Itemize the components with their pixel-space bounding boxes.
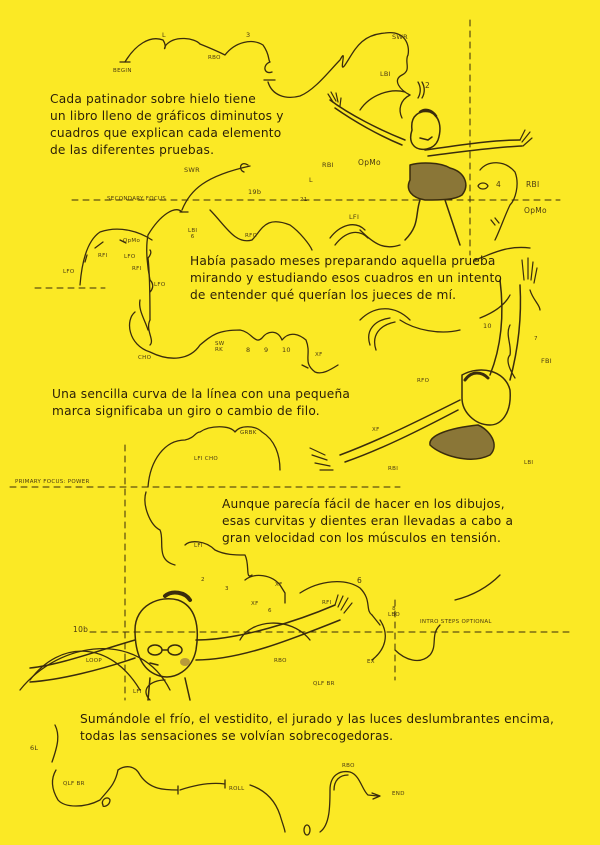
label-lfi-mid: LFI bbox=[349, 213, 360, 221]
label-qlf-br-bottom: QLF BR bbox=[63, 781, 85, 787]
label-rfi-arc: RFI bbox=[132, 266, 142, 272]
skater-bottom-illustration bbox=[29, 590, 353, 701]
right-trace bbox=[359, 162, 541, 379]
label-cho: CHO bbox=[138, 355, 152, 361]
label-8-lbo: 8 LBO bbox=[388, 606, 400, 618]
label-xf: XF bbox=[315, 352, 323, 358]
label-xf-low: XF bbox=[275, 582, 283, 588]
narration-box-1: Cada patinador sobre hielo tiene un libr… bbox=[50, 92, 284, 157]
dashed-guides bbox=[9, 19, 571, 701]
label-rfo-mid: RFO bbox=[245, 233, 258, 239]
label-grbk: GRBK bbox=[240, 430, 257, 436]
label-4: 4 bbox=[496, 180, 502, 189]
label-l-top: L bbox=[162, 31, 166, 39]
label-qlf-br: QLF BR bbox=[313, 681, 335, 687]
label-opmo-mid: OpMo bbox=[358, 158, 381, 167]
skater-top-illustration bbox=[327, 91, 533, 246]
label-rbo-end: RBO bbox=[342, 763, 355, 769]
label-rbo-top: RBO bbox=[208, 55, 221, 61]
label-secondary-focus: SECONDARY FOCUS bbox=[107, 196, 167, 202]
label-6-low: 6 bbox=[268, 608, 272, 614]
label-opmo-right: OpMo bbox=[524, 206, 547, 215]
label-lfo-left: LFO bbox=[63, 269, 75, 275]
label-xf-mid: XF bbox=[372, 427, 380, 433]
label-21: 21 bbox=[300, 197, 308, 203]
label-ex: EX bbox=[367, 659, 375, 665]
label-10-right: 10 bbox=[483, 322, 492, 330]
label-swr-mid: SWR bbox=[184, 166, 200, 174]
label-3-low: 3 bbox=[225, 586, 229, 592]
label-l-mid: L bbox=[309, 176, 313, 184]
label-lfi-cho: LFI CHO bbox=[194, 456, 219, 462]
label-sw-rk: SW RK bbox=[215, 341, 225, 353]
label-xf-low2: XF bbox=[251, 601, 259, 607]
label-rbi-mid2: RBI bbox=[388, 466, 399, 472]
label-2-top: 2 bbox=[425, 81, 431, 90]
label-19b: 19b bbox=[248, 188, 262, 196]
label-begin: BEGIN bbox=[113, 68, 132, 74]
label-rbi-right: RBI bbox=[526, 180, 540, 189]
label-lfi-low: LFI bbox=[194, 543, 203, 549]
label-intro-steps: INTRO STEPS OPTIONAL bbox=[420, 619, 492, 625]
label-rfi-left: RFI bbox=[98, 253, 108, 259]
label-lfi-bottom: LFI bbox=[133, 689, 142, 695]
label-3-top: 3 bbox=[246, 31, 251, 39]
label-loop: LOOP bbox=[86, 658, 103, 664]
label-rbi-mid: RBI bbox=[322, 161, 334, 169]
label-2-low: 2 bbox=[201, 577, 205, 583]
label-rfi-low: RFI bbox=[322, 600, 332, 606]
label-opmo-left: OpMo bbox=[123, 238, 141, 244]
label-lfo-arc: LFO bbox=[124, 254, 136, 260]
label-end: END bbox=[392, 791, 405, 797]
top-trace bbox=[119, 32, 425, 119]
narration-box-4: Aunque parecía fácil de hacer en los dib… bbox=[222, 497, 514, 545]
narration-box-5: Sumándole el frío, el vestidito, el jura… bbox=[80, 712, 555, 743]
label-lbi-6: LBI 6 bbox=[188, 228, 198, 240]
middle-left-trace bbox=[79, 163, 313, 346]
label-10: 10 bbox=[282, 346, 291, 354]
lower-middle-trace bbox=[144, 426, 501, 662]
label-7: 7 bbox=[534, 336, 538, 342]
narration-box-2: Había pasado meses preparando aquella pr… bbox=[190, 254, 503, 302]
label-primary-focus: PRIMARY FOCUS: POWER bbox=[15, 479, 90, 485]
label-6l: 6L bbox=[30, 744, 39, 752]
label-6-top: 6 bbox=[357, 576, 363, 585]
label-10b: 10b bbox=[73, 625, 89, 634]
label-lbi-right: LBI bbox=[524, 460, 534, 466]
label-9: 9 bbox=[264, 346, 269, 354]
label-8: 8 bbox=[246, 346, 251, 354]
label-swr-top: SWR bbox=[392, 33, 408, 41]
skater-middle-illustration bbox=[309, 257, 538, 471]
label-rbo-bottom: RBO bbox=[274, 658, 287, 664]
narration-box-3: Una sencilla curva de la línea con una p… bbox=[52, 387, 351, 418]
bottom-trace bbox=[51, 724, 381, 836]
label-fbi: FBI bbox=[541, 357, 553, 365]
label-lfo-arc2: LFO bbox=[154, 282, 166, 288]
label-lbi-top: LBI bbox=[380, 70, 391, 78]
label-rfo-right: RFO bbox=[417, 378, 430, 384]
curve-with-marks bbox=[128, 311, 339, 374]
label-roll: ROLL bbox=[229, 786, 245, 792]
